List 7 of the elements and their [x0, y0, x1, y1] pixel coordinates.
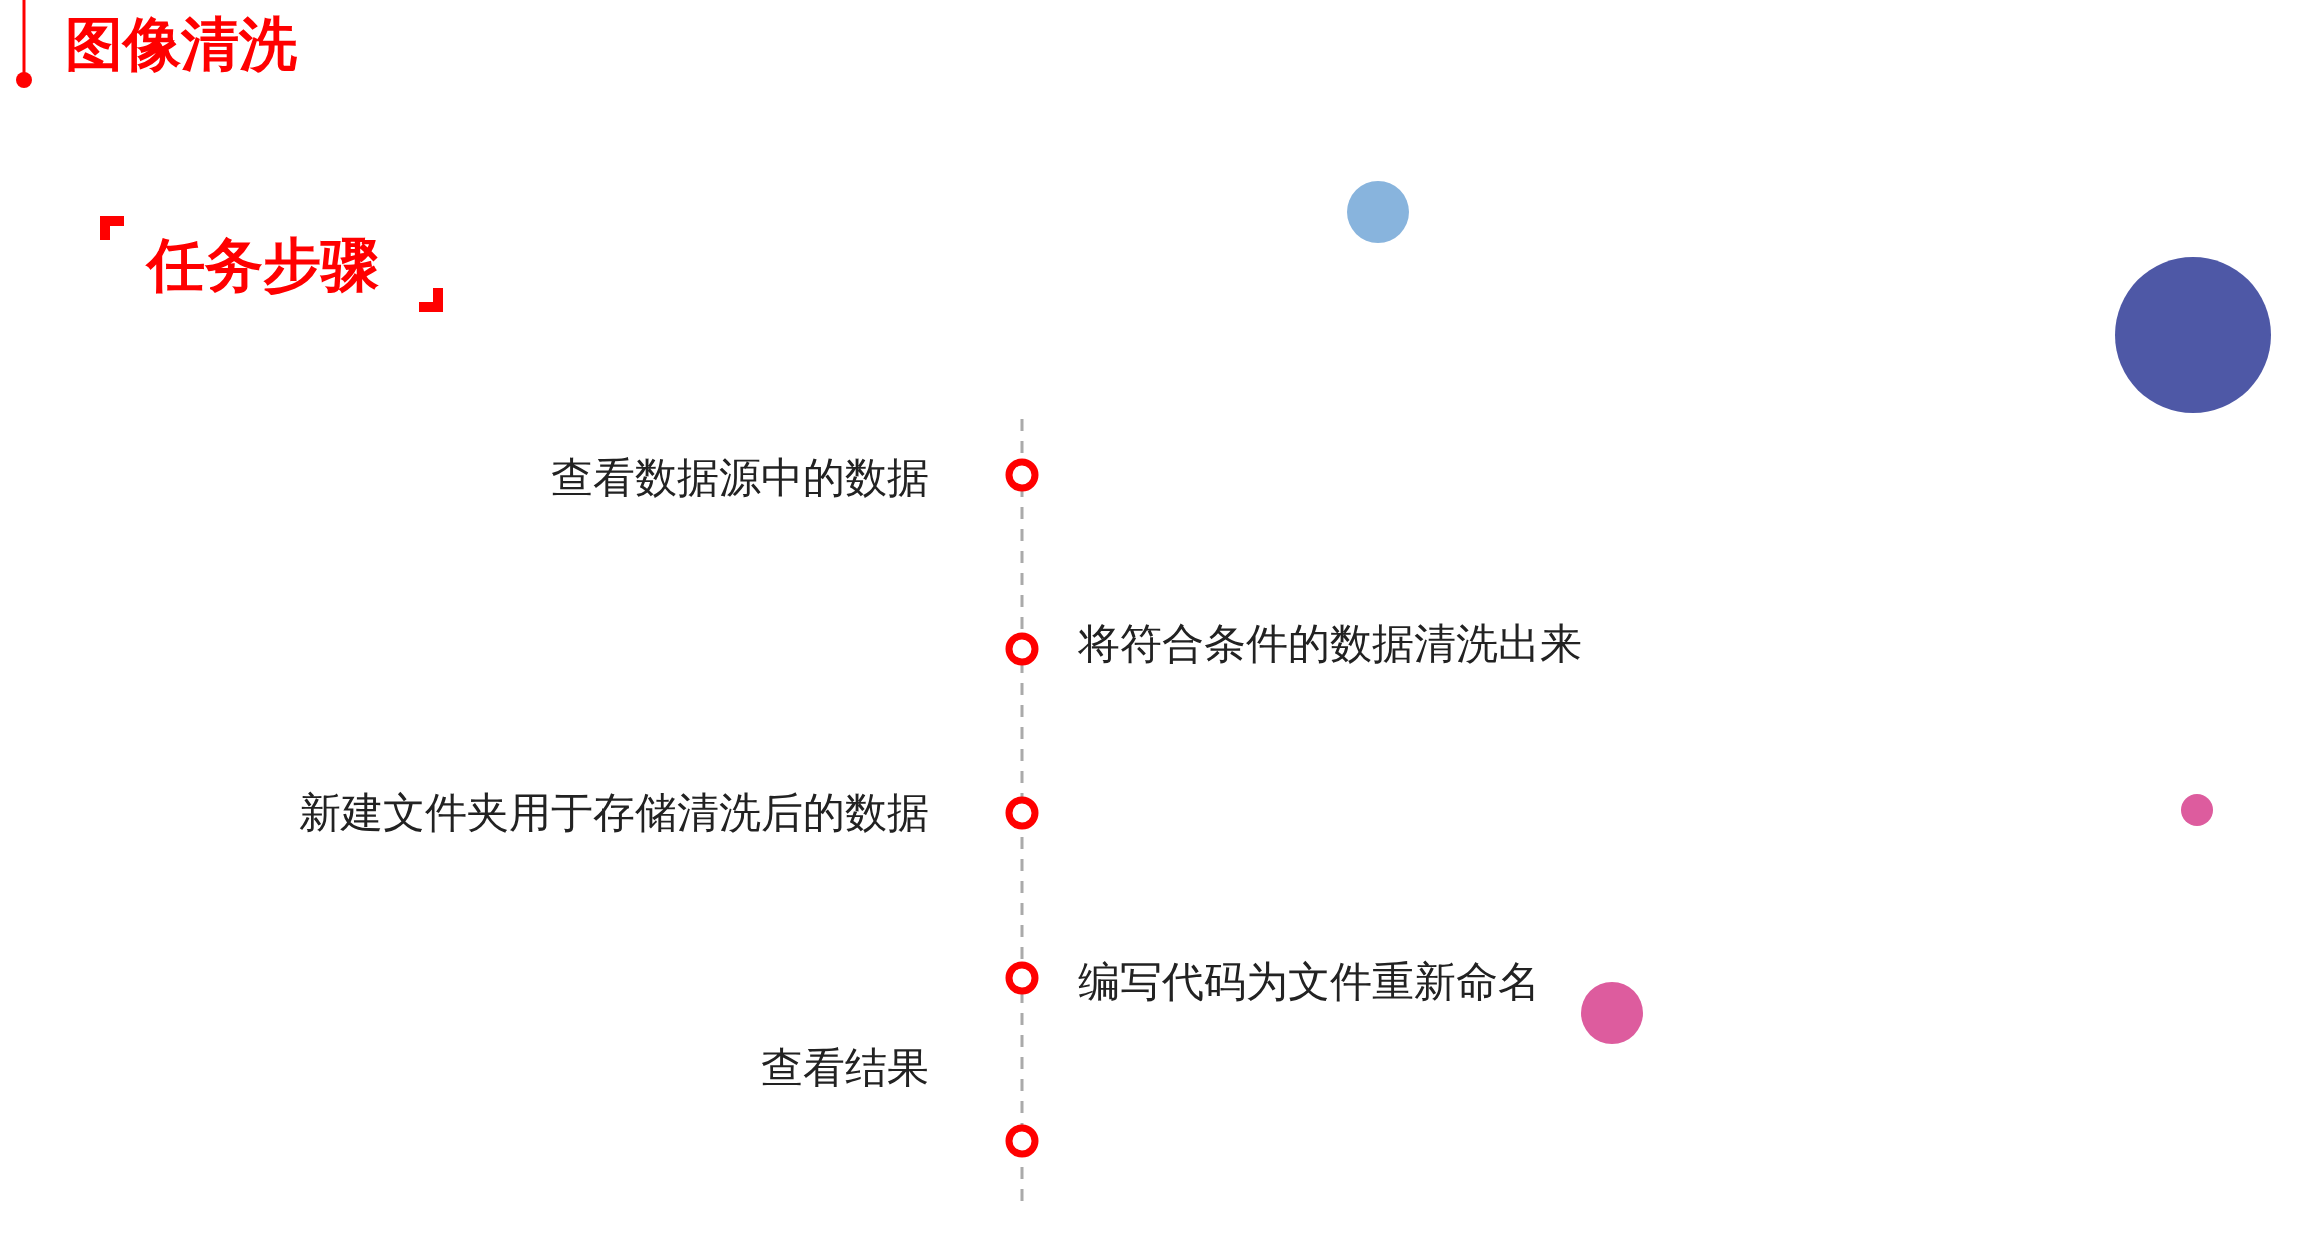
section-heading: 任务步骤 — [147, 236, 379, 294]
title: 图像清洗 — [65, 15, 297, 73]
step-text: 查看数据源中的数据 — [551, 457, 929, 499]
step-text: 将符合条件的数据清洗出来 — [1078, 623, 1582, 665]
step-text: 新建文件夹用于存储清洗后的数据 — [299, 792, 929, 834]
step-text: 查看结果 — [761, 1047, 929, 1089]
step-text: 编写代码为文件重新命名 — [1078, 961, 1540, 1003]
